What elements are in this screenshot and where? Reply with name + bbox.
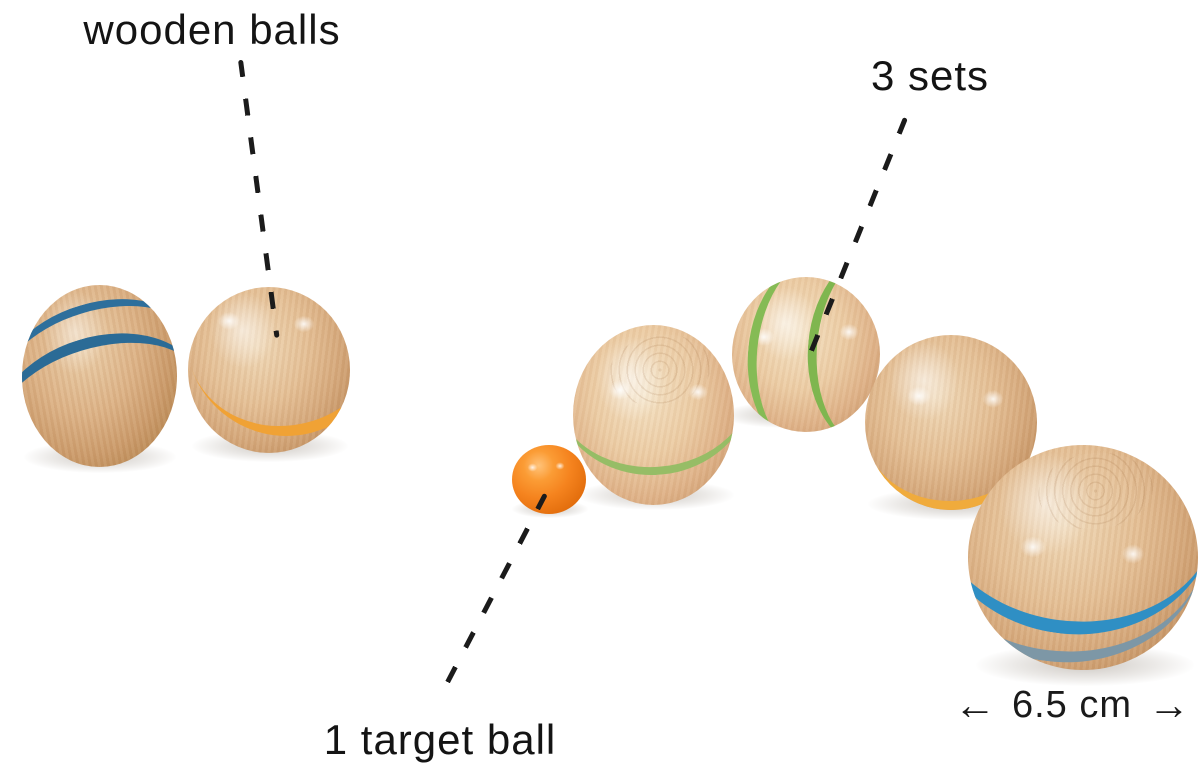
right-arrow-icon: → [1148, 681, 1191, 728]
highlight [1016, 533, 1050, 561]
highlight [526, 462, 539, 473]
size-value: 6.5 cm [1011, 683, 1133, 726]
target-ball-pointer-line [438, 492, 548, 698]
highlight [1118, 541, 1148, 567]
wooden-ball-orange-stripe [188, 287, 350, 453]
wooden-ball-two-blue-stripes [22, 285, 177, 467]
highlight [836, 321, 862, 343]
highlight [290, 313, 318, 335]
size-label: ← 6.5 cm → [942, 678, 1200, 732]
orange-target-ball [512, 445, 586, 514]
highlight [605, 377, 635, 403]
target-ball-label: 1 target ball [323, 716, 557, 763]
sets-label: 3 sets [870, 52, 990, 99]
left-arrow-icon: ← [953, 681, 996, 728]
green-stripe [573, 325, 734, 482]
grey-blue-stripe [968, 445, 1198, 670]
highlight [554, 461, 566, 471]
highlight [903, 383, 935, 409]
highlight [214, 309, 244, 333]
highlight [685, 381, 711, 403]
highlight [750, 325, 778, 349]
highlight [979, 387, 1007, 411]
wooden-balls-label: wooden balls [83, 6, 341, 53]
orange-stripe [188, 287, 350, 453]
wooden-ball-blue-grey-stripes [968, 445, 1198, 670]
wooden-ball-green-stripe [573, 325, 734, 505]
